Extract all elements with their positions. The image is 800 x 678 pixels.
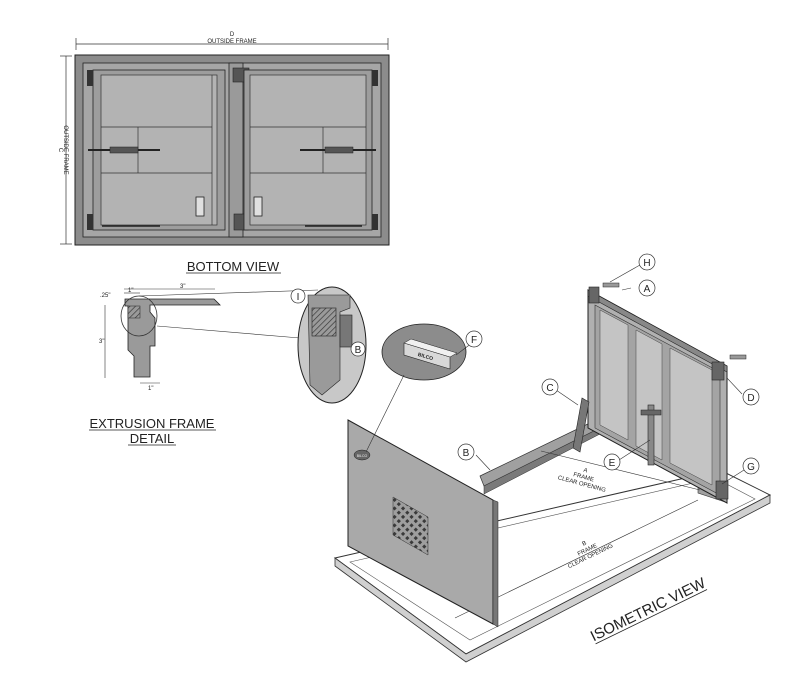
right-handle [253, 196, 263, 217]
dim-b-letter: B [581, 541, 587, 548]
dim-a-line1: FRAME [573, 472, 595, 483]
dim-lip: 1" [128, 288, 133, 294]
callout-h [638, 253, 656, 271]
extrusion-title-1: EXTRUSION FRAME [90, 416, 215, 431]
callout-i-label: I [297, 292, 300, 303]
gasket-section [127, 305, 141, 319]
left-handle [195, 196, 205, 217]
callout-a [638, 279, 656, 297]
bottom-view: D OUTSIDE FRAME C OUTSIDE FRAME [57, 32, 390, 274]
dim-base: 1" [148, 386, 153, 392]
extrusion-detail: 3" 1" 3" 1" .25" I B EXTRUSION FRAME DET… [89, 284, 367, 446]
svg-text:BILCO: BILCO [357, 454, 368, 458]
callout-c-label: C [546, 383, 553, 394]
dim-c-text: OUTSIDE FRAME [62, 125, 68, 174]
isometric-view: A FRAME CLEAR OPENING B FRAME CLEAR OPEN… [333, 253, 772, 663]
center-mullion [228, 62, 244, 238]
logo-badge [353, 449, 371, 461]
callout-g [742, 457, 760, 475]
hinge-icon [711, 361, 725, 381]
callout-f-label: F [471, 335, 477, 346]
callout-b-label: B [463, 448, 470, 459]
hinge-icon [87, 214, 93, 230]
callout-a-label: A [644, 284, 651, 295]
callout-d [742, 388, 760, 406]
callout-h-label: H [643, 258, 650, 269]
hinge-icon [588, 286, 600, 304]
hinge-icon [87, 70, 93, 86]
dim-height: 3" [99, 339, 104, 345]
callout-e-label: E [609, 458, 616, 469]
dim-c-letter: C [57, 148, 63, 153]
extrusion-profile [124, 298, 221, 378]
extrusion-title-2: DETAIL [130, 431, 175, 446]
callout-b-detail-label: B [355, 345, 362, 356]
hinge-icon [372, 70, 378, 86]
dim-width: 3" [180, 284, 185, 290]
callout-b [457, 443, 475, 461]
hold-open-arm [572, 397, 590, 453]
hinge-icon [372, 214, 378, 230]
callout-g-label: G [747, 462, 755, 473]
vent-grille [392, 496, 429, 556]
latch-rod [647, 404, 655, 466]
dim-d-letter: D [230, 32, 235, 38]
hinge-icon [715, 480, 729, 500]
callout-b-detail [350, 341, 366, 357]
callout-i [290, 288, 306, 304]
callout-f [465, 330, 483, 348]
callout-c [541, 378, 559, 396]
callout-d-label: D [747, 393, 754, 404]
dim-thickness: .25" [100, 293, 110, 299]
svg-text:BILCO: BILCO [417, 352, 434, 362]
dim-d-text: OUTSIDE FRAME [207, 39, 256, 45]
dim-a-letter: A [583, 468, 588, 475]
dim-line-a [540, 450, 701, 491]
callout-e [603, 453, 621, 471]
bottom-view-title: BOTTOM VIEW [187, 259, 280, 274]
